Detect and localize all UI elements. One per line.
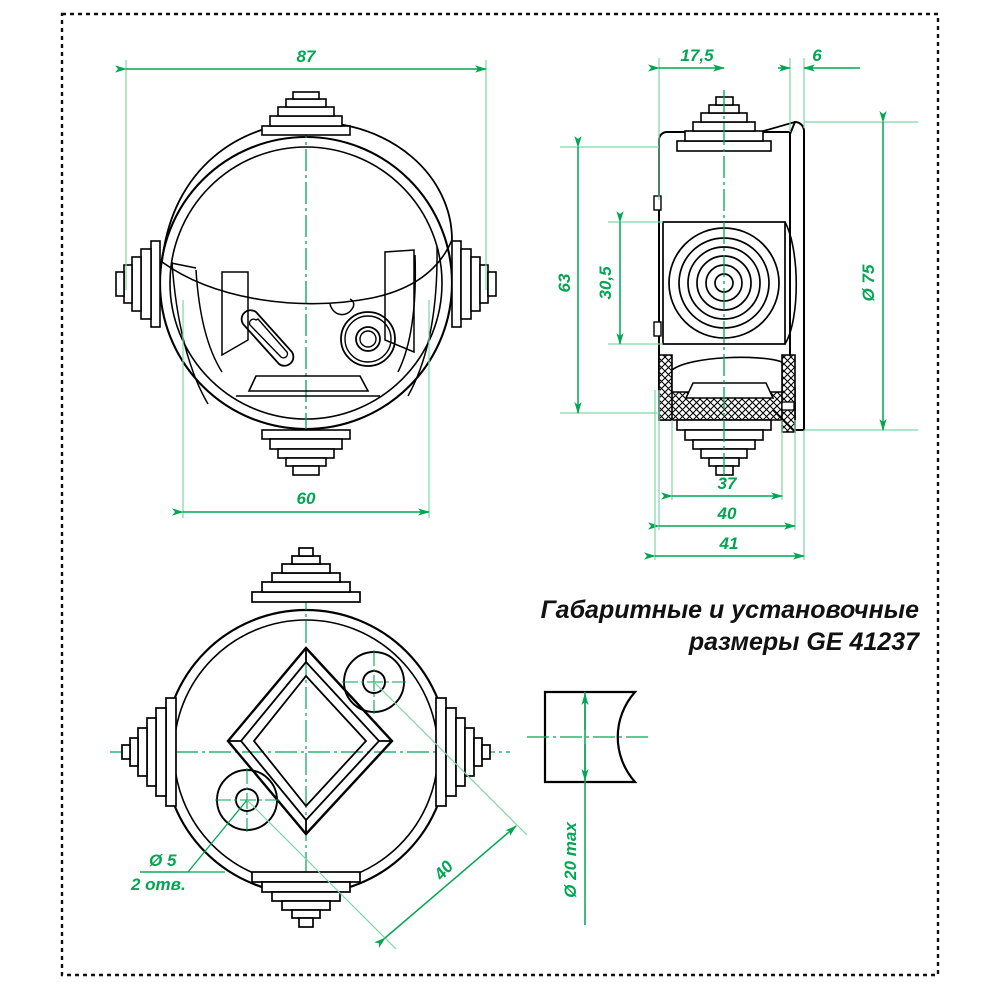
front-gland-top [261, 91, 351, 136]
dimension-dia-20-max: Ø 20 max [561, 692, 589, 925]
front-inner-rib-right [384, 246, 438, 397]
side-corner-diagonal [772, 409, 796, 433]
side-knockout-side-sweep [784, 221, 798, 345]
dimension-40-side: 40 [648, 390, 796, 530]
bottom-gland-left [121, 697, 177, 807]
bottom-gland-bottom [251, 871, 361, 928]
side-latch-lower [653, 321, 662, 337]
ext-line-upper-40-bottom [373, 681, 528, 836]
dimension-87: 87 [115, 47, 487, 290]
side-section-hatch-left [658, 354, 673, 421]
dimension-label-60: 60 [297, 489, 316, 508]
bottom-view: Ø 5 2 отв. 40 [110, 547, 528, 950]
front-oval-slot [240, 309, 295, 367]
side-inner-boss [684, 382, 775, 399]
sheet-frame-border [60, 12, 940, 977]
dimension-63: 63 [555, 136, 659, 414]
front-gland-left [115, 240, 161, 328]
title-line-2: размеры GE 41237 [688, 628, 920, 656]
dimension-17-5: 17,5 [648, 46, 725, 200]
dimension-30-5: 30,5 [596, 211, 663, 345]
ext-line-lower-40-bottom [246, 799, 397, 950]
front-inner-rib-left [170, 261, 249, 405]
dimension-label-87: 87 [297, 47, 317, 66]
title-line-1: Габаритные и установочные [541, 596, 919, 624]
dimension-label-40-side: 40 [717, 504, 737, 523]
bottom-gland-top [251, 547, 361, 603]
dimension-60: 60 [172, 300, 430, 518]
dimension-label-dia-75: Ø 75 [859, 264, 878, 301]
front-lid-parting-arc [161, 239, 453, 305]
cable-entry-detail: Ø 20 max [527, 690, 652, 925]
dimension-6: 6 [778, 46, 860, 132]
title-block: Габаритные и установочные размеры GE 412… [541, 596, 920, 656]
front-knockout-boss [340, 311, 396, 367]
front-gland-bottom [261, 429, 351, 476]
side-section-view: 17,5 6 63 30,5 Ø 75 [555, 46, 918, 560]
front-bottom-boss [247, 375, 370, 392]
dimension-label-63: 63 [555, 273, 574, 292]
dimension-dia-75: Ø 75 [804, 111, 918, 431]
front-lid-tab [329, 298, 355, 316]
dimension-label-17-5: 17,5 [680, 46, 714, 65]
side-flange-chamfer [759, 121, 796, 133]
front-view: 87 60 [115, 47, 497, 518]
leader-dia-5: Ø 5 2 отв. [130, 799, 248, 894]
dimension-37: 37 [661, 420, 783, 500]
bottom-gland-right [435, 697, 491, 807]
dimension-label-6: 6 [812, 46, 822, 65]
dimension-label-30-5: 30,5 [596, 266, 615, 300]
side-retaining-notch [781, 401, 795, 411]
detail-broken-section-outline [543, 690, 638, 784]
dimension-label-37: 37 [718, 474, 738, 493]
note-label-dia-5: Ø 5 [149, 851, 177, 870]
note-label-hole-count: 2 отв. [130, 875, 186, 894]
dim-line-40-bottom [374, 825, 517, 948]
front-gland-right [451, 240, 497, 328]
side-latch-upper [653, 195, 662, 211]
dimension-label-41: 41 [719, 534, 739, 553]
dimension-41: 41 [644, 390, 805, 560]
dimension-label-dia-20-max: Ø 20 max [561, 821, 580, 898]
